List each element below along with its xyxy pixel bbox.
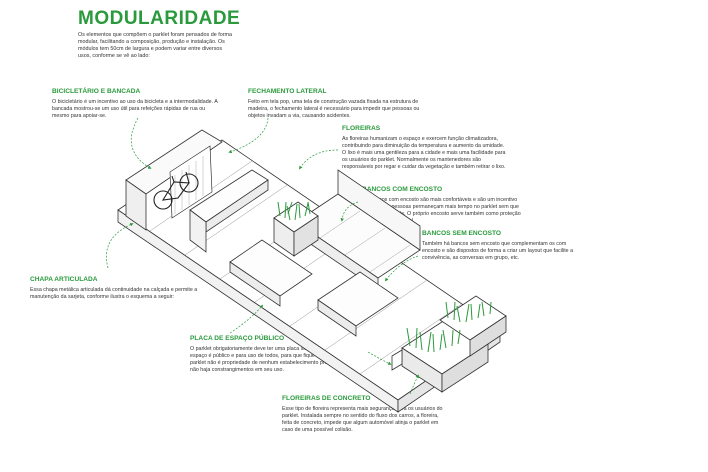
label-floreiras: FLOREIRAS <box>342 125 381 132</box>
leader-arrows <box>106 117 419 395</box>
grass-icon <box>277 201 311 221</box>
bike-rack <box>125 129 223 231</box>
text-fechamento: Feito em tela pop, uma tela de construçã… <box>248 99 420 119</box>
page-title: MODULARIDADE <box>78 8 241 29</box>
label-placa-espaco-publico: PLACA DE ESPAÇO PÚBLICO <box>190 335 285 342</box>
text-placa-espaco-publico: O parklet obrigatoriamente deve ter uma … <box>190 346 355 373</box>
label-bancos-sem-encosto: BANCOS SEM ENCOSTO <box>422 230 502 237</box>
concrete-planter <box>401 295 507 393</box>
label-bancos-com-encosto: BANCOS COM ENCOSTO <box>362 186 443 193</box>
grass-icon <box>406 301 492 353</box>
bench-without-backrest <box>229 239 399 337</box>
text-chapa-articulada: Essa chapa metálica articulada dá contin… <box>30 287 198 300</box>
text-bancos-sem-encosto: Também há bancos sem encosto que complem… <box>422 241 574 261</box>
label-floreiras-concreto: FLOREIRAS DE CONCRETO <box>282 395 371 402</box>
text-floreiras-concreto: Esse tipo de floreira representa mais se… <box>282 406 443 433</box>
text-floreiras: As floreiras humanizam o espaço e exerce… <box>342 136 506 170</box>
public-space-sign <box>391 349 403 371</box>
label-bicicletario: BICICLETÁRIO E BANCADA <box>52 88 141 95</box>
bicycle-icon <box>153 171 199 210</box>
intro-text: Os elementos que compõem o parklet foram… <box>78 32 233 59</box>
label-chapa-articulada: CHAPA ARTICULADA <box>30 276 98 283</box>
counter-bench <box>189 169 269 253</box>
label-fechamento: FECHAMENTO LATERAL <box>248 88 327 95</box>
text-bicicletario: O bicicletário é um incentivo ao uso da … <box>52 99 218 119</box>
